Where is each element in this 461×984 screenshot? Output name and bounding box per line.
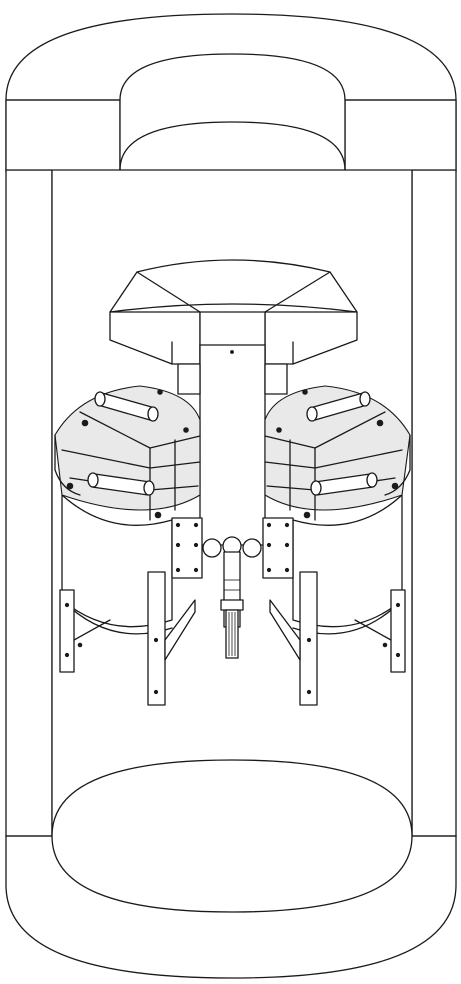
right-module-body: [292, 494, 403, 628]
left-roller-2: [87, 472, 155, 496]
vessel-left-wall: [5, 169, 53, 837]
right-flange-bolts: [266, 522, 290, 573]
top-opening: [5, 53, 457, 171]
vessel-right-wall: [411, 169, 457, 837]
floor-opening: [5, 759, 457, 913]
left-leg-outer: [59, 589, 75, 673]
left-detector-module: [54, 385, 203, 706]
right-leg-outer: [390, 589, 406, 673]
left-flange-bolts: [175, 522, 199, 573]
right-detector-module: [262, 385, 411, 706]
top-hood-assembly: [109, 259, 358, 365]
central-column: [177, 344, 288, 546]
right-roller: [306, 391, 371, 422]
right-roller-2: [310, 472, 378, 496]
left-module-body: [61, 494, 173, 628]
central-drive-shaft: [202, 536, 262, 659]
left-roller: [94, 391, 159, 422]
